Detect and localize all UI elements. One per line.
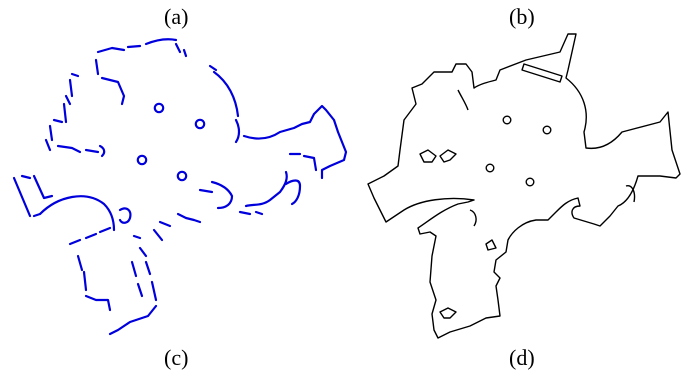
wall-segment (238, 210, 264, 216)
wall-segment (152, 220, 172, 242)
obstacle-blob (439, 149, 457, 163)
pillar-circle (485, 163, 495, 173)
wall-segment (94, 58, 126, 106)
wall-segment (76, 254, 112, 312)
wall-segment (12, 174, 54, 218)
wall-segment (208, 64, 240, 118)
floorplan-outline (367, 33, 681, 339)
wall-segment (288, 152, 318, 172)
wall-segment (176, 212, 202, 224)
pillar-circle (136, 154, 148, 166)
wall-segment (56, 144, 106, 158)
pillar-circle (525, 177, 535, 187)
arc-outline (469, 209, 477, 227)
wall-segment (198, 180, 234, 210)
wall-segment (242, 104, 348, 180)
wall-segment (130, 260, 144, 298)
panel-label-a: (a) (164, 4, 189, 29)
obstacle-blob (419, 149, 437, 163)
wall-segment (174, 42, 188, 58)
pillar-circle (542, 125, 552, 135)
wall-segment (244, 170, 288, 208)
wall-segment (44, 118, 64, 152)
obstacle-blob (439, 307, 457, 319)
wall-segment (38, 195, 116, 232)
wall-segment (132, 234, 158, 302)
pillar-circle (502, 115, 512, 125)
wall-segment (62, 72, 80, 124)
wall-segment (284, 179, 302, 206)
wall-segment (68, 226, 112, 246)
corridor-outline (521, 63, 563, 83)
pillar-circle (153, 102, 165, 114)
panel-label-c: (c) (164, 345, 189, 370)
wall-segment (108, 304, 158, 336)
wall-segment (118, 207, 132, 224)
wall-segment (96, 38, 178, 54)
wall-segment (234, 118, 241, 144)
pillar-circle (176, 170, 188, 182)
panel-label-b: (b) (509, 4, 535, 29)
panel-label-d: (d) (509, 345, 535, 370)
fragmented-floorplan-map (12, 38, 348, 336)
clean-floorplan-map (367, 33, 681, 339)
arc-outline (625, 185, 636, 203)
arc-outline (457, 89, 469, 111)
pillar-circle (194, 118, 206, 130)
obstacle-blob (485, 239, 497, 251)
